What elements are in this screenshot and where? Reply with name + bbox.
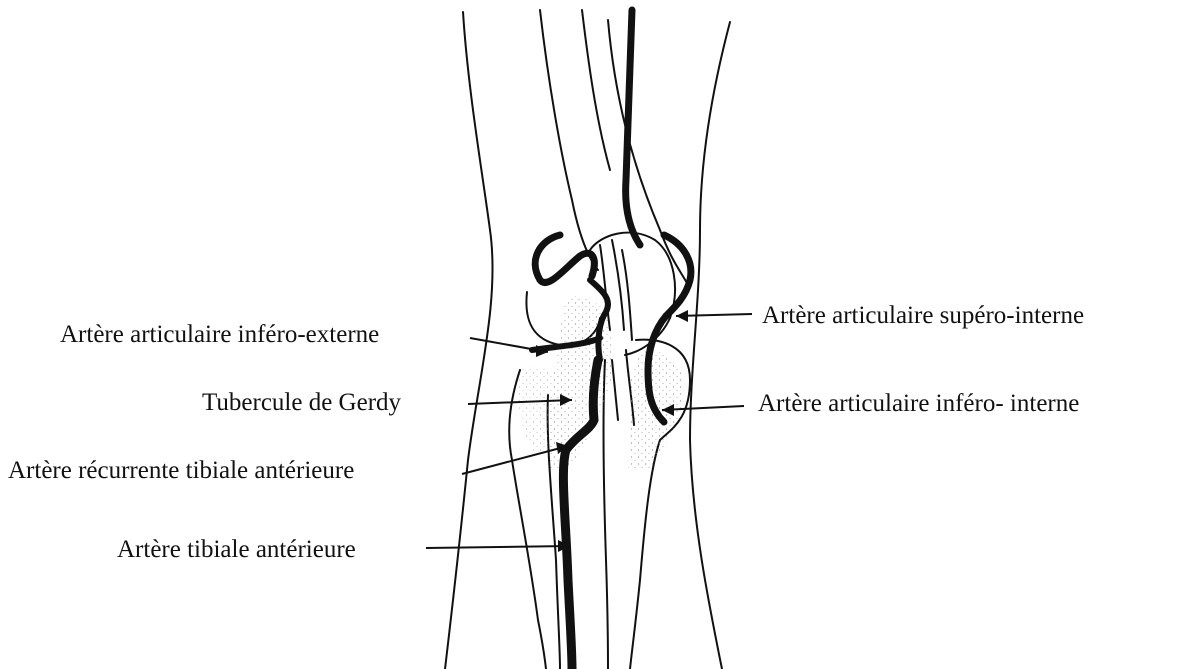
label-inferolateral-genicular-artery: Artère articulaire inféro-externe: [60, 322, 379, 347]
leader-anterior-tibial: [426, 546, 570, 548]
label-anterior-tibial-recurrent-artery: Artère récurrente tibiale antérieure: [8, 458, 354, 483]
label-gerdy-tubercle: Tubercule de Gerdy: [202, 390, 401, 415]
label-inferomedial-genicular-artery: Artère articulaire inféro- interne: [758, 391, 1079, 416]
label-superomedial-genicular-artery: Artère articulaire supéro-interne: [762, 303, 1084, 328]
label-anterior-tibial-artery: Artère tibiale antérieure: [117, 537, 356, 562]
